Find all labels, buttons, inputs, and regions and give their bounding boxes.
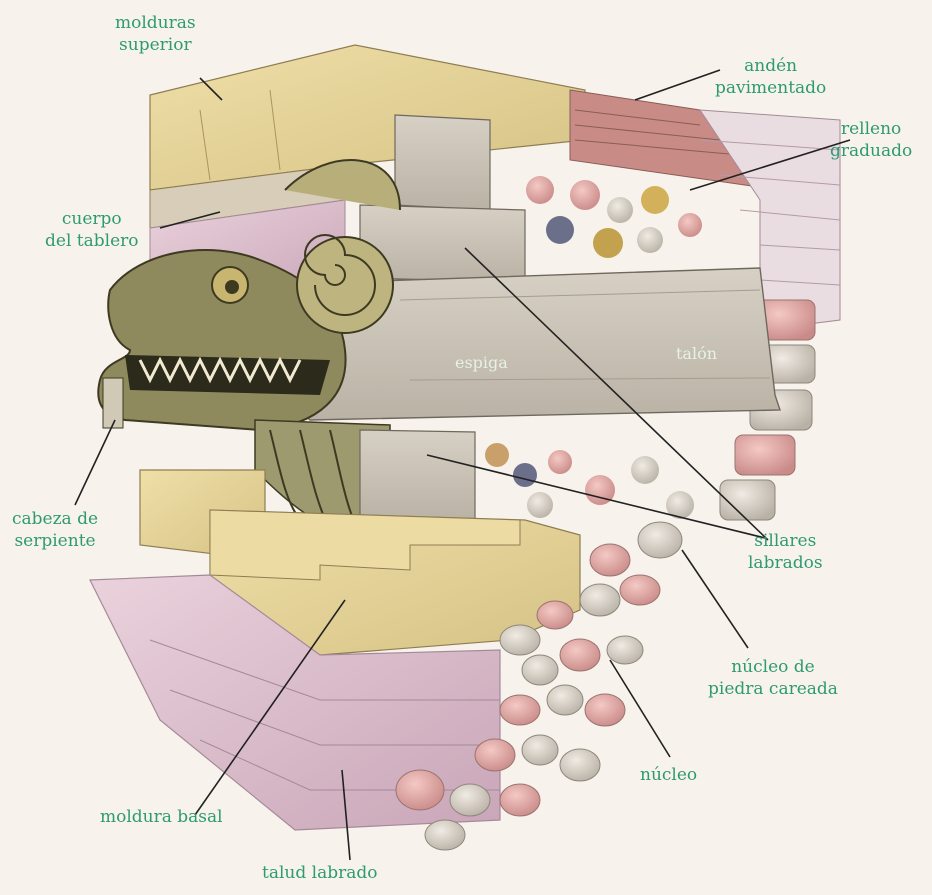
label-cabeza-de-serpiente-line2: serpiente xyxy=(12,530,98,552)
label-anden-pavimentado: andén pavimentado xyxy=(715,55,826,99)
label-talon: talón xyxy=(676,343,717,365)
leader-cabeza-de-serpiente xyxy=(75,420,115,505)
label-relleno-graduado-line2: graduado xyxy=(830,140,912,162)
label-sillares-labrados: sillares labrados xyxy=(748,530,823,574)
label-cabeza-de-serpiente-line1: cabeza de xyxy=(12,508,98,530)
label-nucleo-de-piedra-careada: núcleo de piedra careada xyxy=(708,656,838,700)
label-relleno-graduado: relleno graduado xyxy=(830,118,912,162)
label-anden-pavimentado-line2: pavimentado xyxy=(715,77,826,99)
label-cuerpo-del-tablero: cuerpo del tablero xyxy=(45,208,139,252)
label-nucleo: núcleo xyxy=(640,764,697,786)
label-cabeza-de-serpiente: cabeza de serpiente xyxy=(12,508,98,552)
label-nucleo-de-piedra-careada-line2: piedra careada xyxy=(708,678,838,700)
leader-nucleo-de-piedra xyxy=(682,550,748,648)
leader-anden-pavimentado xyxy=(635,70,720,100)
label-moldura-basal: moldura basal xyxy=(100,806,223,828)
label-cuerpo-del-tablero-line2: del tablero xyxy=(45,230,139,252)
label-molduras-superior-line1: molduras xyxy=(115,12,196,34)
label-sillares-labrados-line1: sillares xyxy=(748,530,823,552)
label-anden-pavimentado-line1: andén xyxy=(715,55,826,77)
fill-stones xyxy=(526,176,702,258)
label-sillares-labrados-line2: labrados xyxy=(748,552,823,574)
label-molduras-superior: molduras superior xyxy=(115,12,196,56)
label-molduras-superior-line2: superior xyxy=(115,34,196,56)
label-talud-labrado: talud labrado xyxy=(262,862,377,884)
label-relleno-graduado-line1: relleno xyxy=(830,118,912,140)
label-nucleo-de-piedra-careada-line1: núcleo de xyxy=(708,656,838,678)
label-espiga: espiga xyxy=(455,352,508,374)
lower-fill-stones xyxy=(485,443,694,519)
label-cuerpo-del-tablero-line1: cuerpo xyxy=(45,208,139,230)
